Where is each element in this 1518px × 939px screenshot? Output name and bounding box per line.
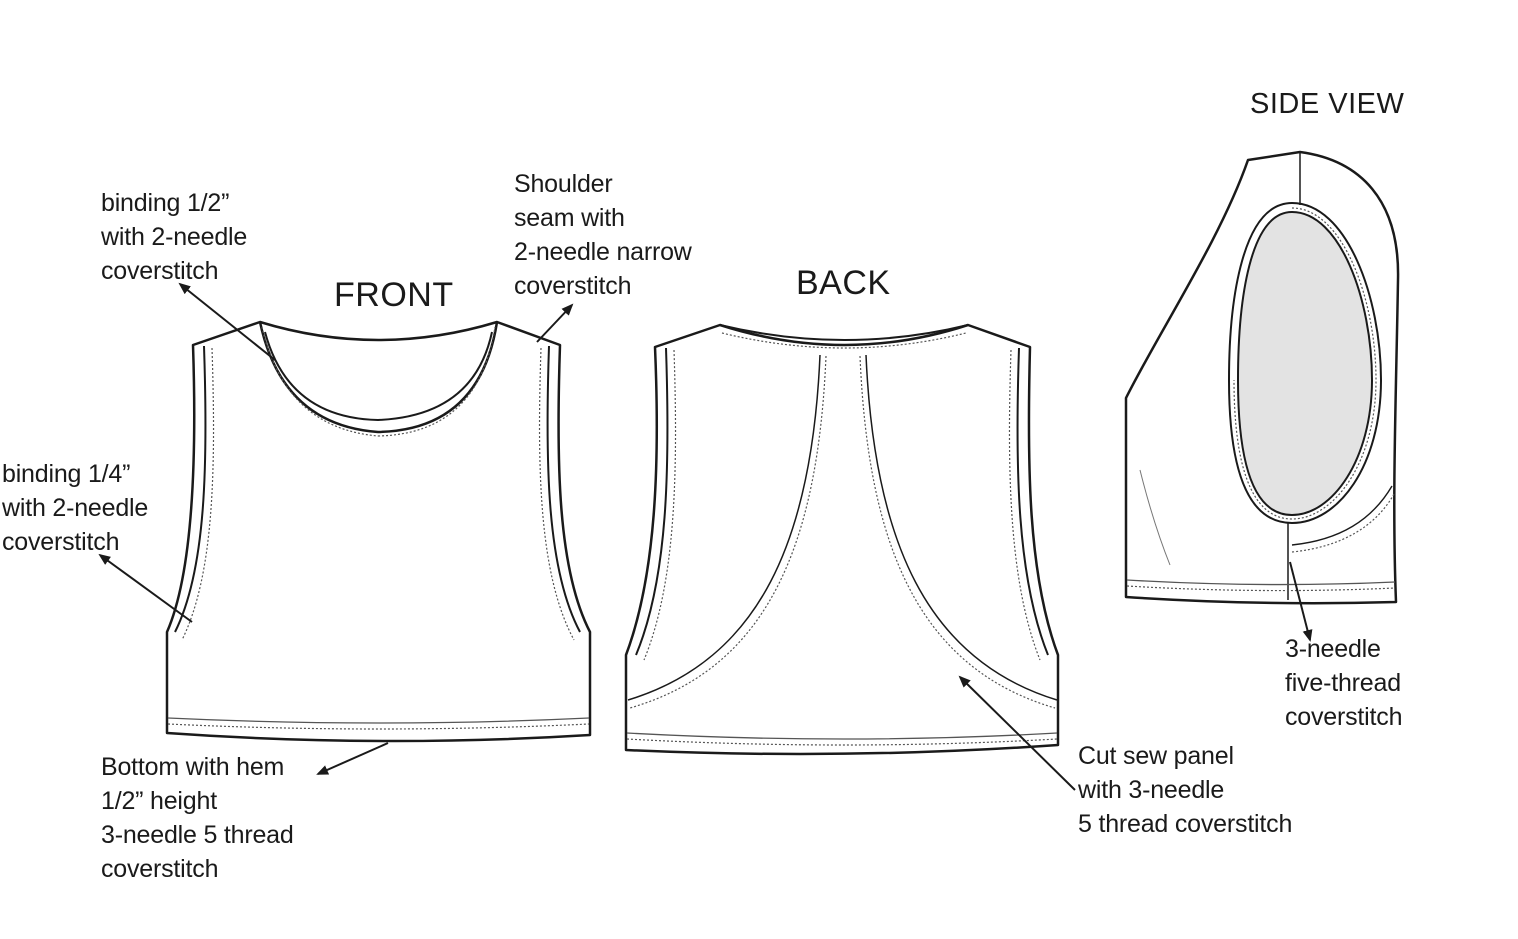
callout-bottom-hem-line-2: 1/2” height	[101, 787, 217, 815]
callout-armhole-binding-line-3: coverstitch	[2, 528, 120, 556]
callout-cut-sew-panel-line-1: Cut sew panel	[1078, 742, 1234, 770]
callout-bottom-hem-line-3: 3-needle 5 thread	[101, 821, 294, 849]
back-view	[624, 323, 1060, 756]
front-left-armhole-binding	[174, 345, 207, 633]
back-panel-seam-left	[627, 354, 821, 701]
callout-shoulder-seam-line-4: coverstitch	[514, 272, 632, 300]
callout-shoulder-seam: Shoulder seam with 2-needle narrow cover…	[514, 167, 692, 303]
side-armhole-binding	[1228, 202, 1382, 524]
front-hem-line	[167, 717, 590, 724]
back-panel-seam-left-stitch	[629, 355, 827, 709]
callout-shoulder-seam-line-3: 2-needle narrow	[514, 238, 692, 266]
callout-bottom-hem: Bottom with hem 1/2” height 3-needle 5 t…	[101, 750, 294, 886]
back-left-armhole-binding	[635, 347, 669, 656]
arrow-bottom-hem	[316, 742, 389, 775]
arrow-side-seam	[1289, 561, 1313, 642]
callout-cut-sew-panel-line-3: 5 thread coverstitch	[1078, 810, 1293, 838]
back-neck-binding	[719, 324, 969, 341]
callout-side-seam-line-3: coverstitch	[1285, 703, 1403, 731]
callout-side-seam: 3-needle five-thread coverstitch	[1285, 632, 1402, 734]
callout-side-seam-line-2: five-thread	[1285, 669, 1401, 697]
back-panel-seam-right-stitch	[859, 355, 1056, 709]
back-panel-seam-right	[865, 354, 1058, 701]
arrow-neck-binding	[178, 282, 276, 361]
callout-cut-sew-panel-line-2: with 3-needle	[1078, 776, 1225, 804]
front-hem-stitch	[167, 723, 590, 730]
callout-bottom-hem-line-4: coverstitch	[101, 855, 219, 883]
callout-neck-binding: binding 1/2” with 2-needle coverstitch	[101, 186, 247, 288]
front-body-outline	[165, 320, 592, 743]
back-right-armhole-binding	[1016, 347, 1049, 656]
callout-shoulder-seam-line-2: seam with	[514, 204, 625, 232]
callout-armhole-binding-line-2: with 2-needle	[2, 494, 149, 522]
arrow-armhole-binding	[98, 553, 193, 623]
front-neck-stitch-2	[377, 326, 496, 437]
arrow-cut-sew-panel	[958, 675, 1076, 791]
side-panel-seam	[1291, 485, 1393, 546]
front-neck-stitch	[261, 326, 379, 437]
callout-side-seam-line-1: 3-needle	[1285, 635, 1381, 663]
back-body-outline	[624, 323, 1060, 756]
callout-armhole-binding: binding 1/4” with 2-needle coverstitch	[2, 457, 148, 559]
callout-neck-binding-line-1: binding 1/2”	[101, 189, 230, 217]
front-right-armhole-binding	[546, 345, 581, 633]
back-title: BACK	[796, 264, 891, 302]
callout-arrows	[98, 282, 1313, 791]
callout-armhole-binding-line-1: binding 1/4”	[2, 460, 131, 488]
side-armhole-fill	[1237, 211, 1373, 516]
back-hem-stitch	[626, 738, 1058, 746]
side-front-curve	[1139, 469, 1171, 566]
front-neck-binding-inner	[264, 331, 493, 421]
front-title: FRONT	[334, 276, 454, 314]
callout-shoulder-seam-line-1: Shoulder	[514, 170, 613, 198]
callout-bottom-hem-line-1: Bottom with hem	[101, 753, 285, 781]
side-hem-line	[1126, 579, 1396, 586]
side-armhole-stitch	[1233, 207, 1377, 520]
back-hem-line	[626, 732, 1058, 740]
callout-neck-binding-line-3: coverstitch	[101, 257, 219, 285]
side-view-title: SIDE VIEW	[1250, 88, 1405, 120]
side-panel-seam-stitch	[1291, 493, 1395, 553]
front-view	[165, 320, 592, 743]
callout-neck-binding-line-2: with 2-needle	[101, 223, 248, 251]
side-view	[1124, 150, 1400, 605]
arrow-shoulder-seam	[536, 303, 574, 343]
callout-cut-sew-panel: Cut sew panel with 3-needle 5 thread cov…	[1078, 739, 1292, 841]
